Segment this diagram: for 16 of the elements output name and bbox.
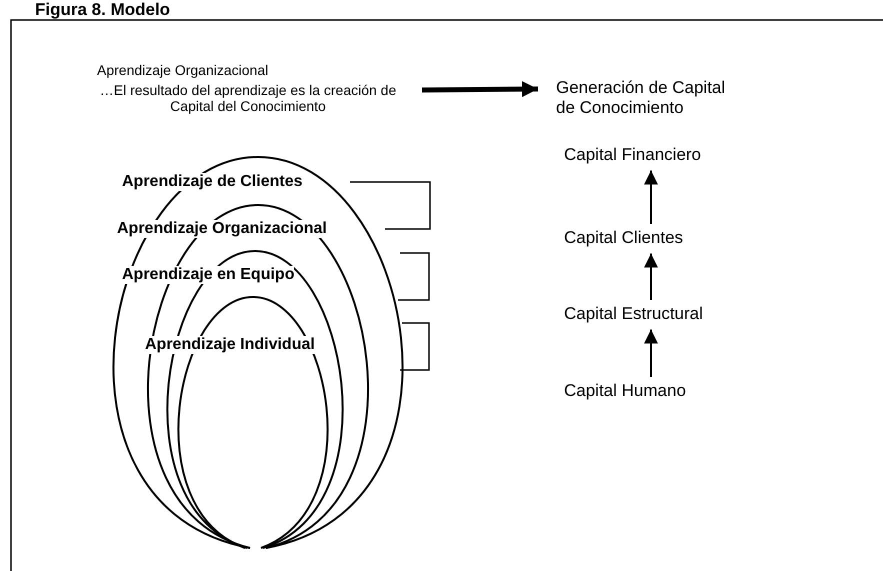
arrow — [644, 330, 658, 377]
arrow — [644, 170, 658, 224]
arrow — [644, 254, 658, 300]
ellipse-label: Aprendizaje Individual — [145, 336, 315, 354]
node-text: Generación de Capital de Conocimiento — [556, 78, 726, 118]
node-text: Capital Clientes — [564, 228, 684, 248]
node-text: Capital Estructural — [564, 304, 703, 324]
ellipse-label: Aprendizaje Organizacional — [117, 220, 327, 238]
node-text: Capital Financiero — [564, 145, 702, 165]
node-text: Capital Humano — [564, 381, 686, 401]
ellipse-label: Aprendizaje de Clientes — [122, 173, 302, 192]
ellipse-label: Aprendizaje en Equipo — [122, 266, 294, 284]
node-text: …El resultado del aprendizaje es la creación de Capital del Conocimiento — [98, 82, 398, 114]
figure-title: Figura 8. Modelo — [35, 0, 170, 20]
node-text: Aprendizaje Organizacional — [97, 62, 268, 78]
arrow — [422, 81, 538, 98]
